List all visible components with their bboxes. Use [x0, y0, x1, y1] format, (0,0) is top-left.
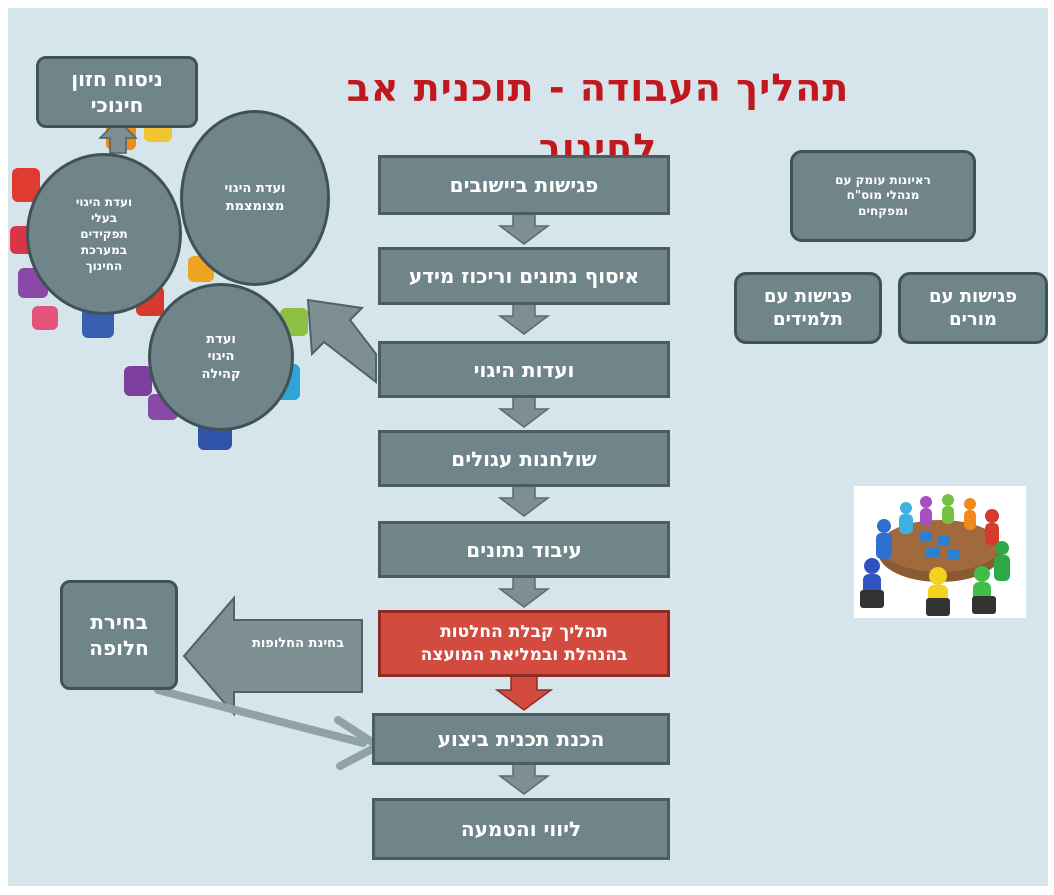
- flow-step-village-meetings: פגישות ביישובים: [378, 155, 670, 215]
- diagram-canvas: תהליך העבודה - תוכנית אב לחינוך ניסוח חז…: [8, 8, 1048, 886]
- students-meetings-box: פגישות עם תלמידים: [734, 272, 882, 344]
- flow-step-execution-plan: הכנת תכנית ביצוע: [372, 713, 670, 765]
- community-steering-committee: ועדת היגוי קהילה: [148, 283, 294, 431]
- page-title: תהליך העבודה - תוכנית אב לחינוך: [346, 66, 850, 170]
- flow-step-steering-committees: ועדות היגוי: [378, 341, 670, 398]
- interviews-box: ראיונות עומק עם מנהלי מוס"ח ומפקחים: [790, 150, 976, 242]
- choice-box: בחירת חלופה: [60, 580, 178, 690]
- flow-arrows: [98, 118, 554, 795]
- alternatives-label: בחינת החלופות: [251, 636, 345, 651]
- flow-step-decision-process: תהליך קבלת החלטות בהנהלת ובמליאת המועצה: [378, 610, 670, 677]
- vision-box: ניסוח חזון חינוכי: [36, 56, 198, 128]
- flow-step-data-processing: עיבוד נתונים: [378, 521, 670, 578]
- flow-step-data-collection: איסוף נתונים וריכוז מידע: [378, 247, 670, 305]
- core-steering-committee: ועדת היגוי מצומצמת: [180, 110, 330, 286]
- teachers-meetings-box: פגישות עם מורים: [898, 272, 1048, 344]
- flow-step-round-tables: שולחנות עגולים: [378, 430, 670, 487]
- flow-step-implementation: ליווי והטמעה: [372, 798, 670, 860]
- round-table-meeting-icon: [854, 486, 1026, 618]
- stakeholders-steering-committee: ועדת היגוי בעלי תפקידים במערכת החינוך: [26, 153, 182, 315]
